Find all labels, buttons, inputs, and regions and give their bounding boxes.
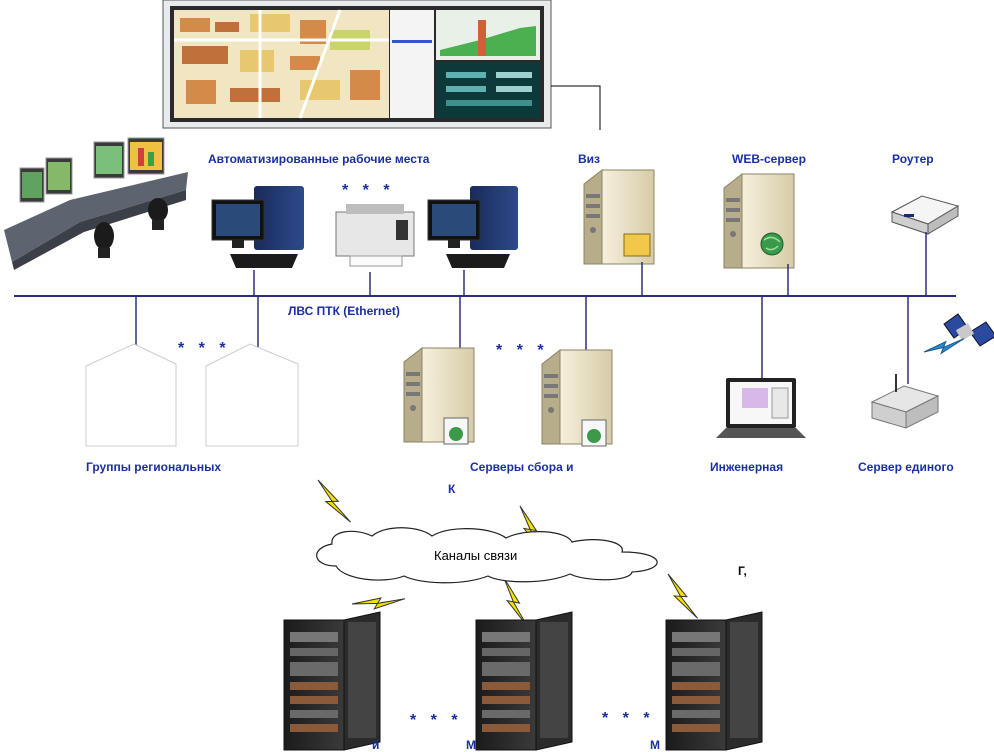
- label-collection-servers: Серверы сбора и: [470, 460, 574, 474]
- cloud-icon: [316, 527, 658, 584]
- label-time-server: Сервер единого: [858, 460, 954, 474]
- server-icon: [403, 347, 475, 445]
- router-icon: [890, 195, 960, 235]
- video-wall-icon: [162, 0, 552, 129]
- printer-icon: [335, 204, 415, 267]
- stars-regional: * * *: [178, 340, 231, 357]
- label-visualization: Виз: [578, 152, 601, 166]
- label-regional-groups: Группы региональных: [86, 460, 222, 474]
- label-g-mark: Г,: [738, 564, 747, 578]
- label-workstations: Автоматизированные рабочие места: [208, 152, 430, 166]
- label-channels: Каналы связи: [434, 548, 518, 563]
- control-room-icon: [4, 137, 188, 270]
- gps-receiver-icon: [870, 374, 940, 429]
- stars-racks-right: * * *: [602, 710, 655, 727]
- gps-satellite-icon: [943, 313, 994, 347]
- label-bottom-left: й: [372, 738, 380, 752]
- stars-racks-left: * * *: [410, 712, 463, 729]
- label-bottom-right: М: [650, 738, 660, 752]
- server-rack-icon: [475, 611, 573, 751]
- workstation-pc-icon: [211, 186, 304, 268]
- laptop-icon: [716, 378, 806, 438]
- server-icon: [583, 169, 655, 265]
- label-k: К: [448, 482, 456, 496]
- lightning-icon: [923, 338, 965, 355]
- server-rack-icon: [283, 611, 381, 751]
- lightning-icon: [656, 573, 710, 619]
- server-rack-icon: [665, 611, 763, 751]
- label-bottom-mid: М: [466, 738, 476, 752]
- regional-servers-icon: [85, 343, 299, 447]
- label-engineering: Инженерная: [710, 460, 784, 474]
- label-router: Роутер: [892, 152, 934, 166]
- lan-drops: [135, 232, 927, 384]
- workstation-pc-icon: [427, 186, 518, 268]
- stars-workstations: * * *: [342, 182, 395, 199]
- web-server-icon: [723, 173, 795, 269]
- server-icon: [541, 349, 613, 447]
- stars-collection: * * *: [496, 342, 549, 359]
- label-web-server: WEB-сервер: [732, 152, 806, 166]
- lightning-icon: [308, 479, 361, 523]
- label-lan: ЛВС ПТК (Ethernet): [288, 304, 400, 318]
- lightning-icon: [488, 577, 543, 627]
